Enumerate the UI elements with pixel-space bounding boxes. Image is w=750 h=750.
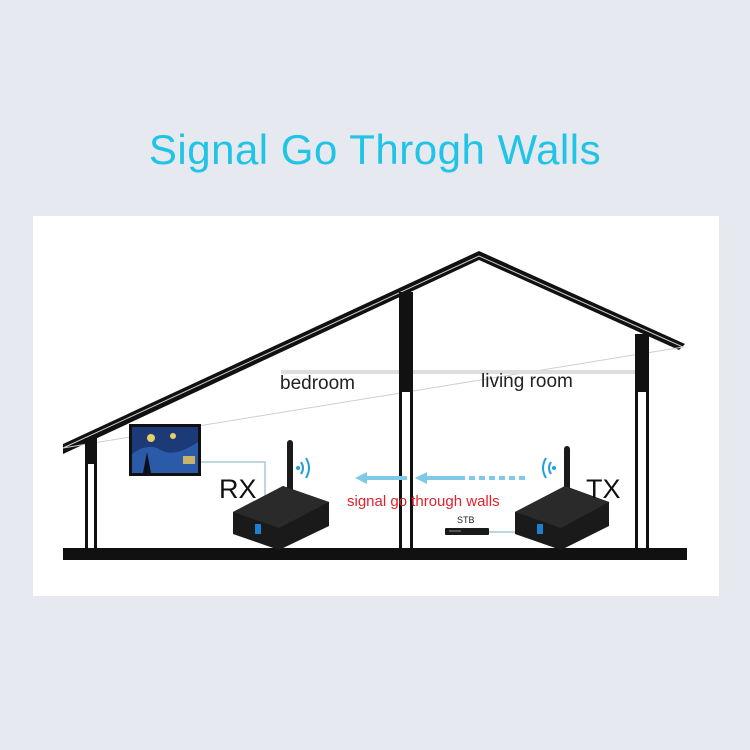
ceiling-left — [281, 370, 399, 374]
left-wall-inner — [88, 464, 94, 548]
receiver-device — [233, 440, 329, 550]
tv-icon — [129, 424, 201, 476]
stb-label: STB — [457, 515, 475, 525]
diagram-panel: bedroom living room RX TX signal go thro… — [33, 216, 719, 596]
house-diagram — [62, 251, 687, 560]
transmitter-device — [515, 446, 609, 550]
room-label-bedroom: bedroom — [280, 373, 355, 394]
floor — [63, 548, 687, 560]
tx-wifi-icon — [542, 457, 556, 479]
page-title: Signal Go Throgh Walls — [148, 126, 602, 173]
middle-wall-inner — [402, 392, 410, 548]
transmitter-label: TX — [586, 474, 621, 504]
roof-inner — [62, 255, 685, 449]
right-wall-inner — [638, 392, 646, 548]
roof — [63, 251, 685, 454]
ceiling-right — [413, 370, 635, 374]
signal-arrow — [355, 472, 525, 484]
rx-wifi-icon — [296, 457, 310, 479]
set-top-box — [445, 528, 489, 535]
room-label-living-room: living room — [481, 371, 573, 392]
signal-caption: signal go through walls — [347, 493, 500, 510]
receiver-label: RX — [219, 474, 257, 504]
